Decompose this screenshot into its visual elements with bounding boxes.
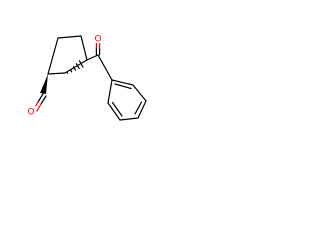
- phenyl-bond-5: [132, 84, 147, 102]
- hash-3: [72, 66, 77, 71]
- ring-bond-c2-c3: [57, 35, 82, 39]
- aldehyde-oxygen-label: O: [27, 108, 34, 118]
- bond-carbonyl-phenyl: [97, 54, 113, 81]
- aldehyde-co-bond-b-red: [36, 103, 42, 112]
- phenyl-bond-6: [111, 79, 134, 86]
- ketone-oxygen-background: [93, 33, 103, 43]
- phenyl-bond-4: [137, 100, 147, 119]
- phenyl-bond-3: [119, 117, 139, 121]
- hashed-wedge-bond: [66, 60, 84, 75]
- hash-4: [75, 63, 80, 70]
- ketone-oxygen-atom: O: [93, 33, 103, 45]
- hash-2: [69, 68, 73, 73]
- ketone-oxygen-label: O: [94, 35, 101, 45]
- phenyl-bond-1: [107, 79, 113, 104]
- ring-bond-c5-c1: [47, 72, 66, 75]
- aldehyde-oxygen-background: [26, 106, 36, 117]
- phenyl-inner-bond-2: [134, 101, 143, 115]
- solid-wedge-bond: [40, 74, 48, 94]
- benzene-ring: [107, 79, 147, 121]
- ring-bond-c4-c5: [64, 59, 88, 74]
- phenyl-inner-bond-3: [114, 83, 132, 90]
- phenyl-bond-2: [107, 102, 121, 121]
- structure-diagram: O O: [26, 33, 147, 121]
- ring-bond-c1-c2: [47, 37, 59, 75]
- phenyl-inner-bond-1: [111, 101, 123, 117]
- ring-bond-c3-c4: [80, 35, 88, 61]
- cyclopentane-ring: [47, 35, 88, 75]
- aldehyde-co-bond-a: [37, 93, 44, 103]
- aldehyde-co-bond-b: [40, 95, 47, 105]
- bond-ch2-carbonyl: [86, 54, 99, 61]
- hash-5: [78, 60, 84, 68]
- aldehyde-oxygen-atom: O: [26, 106, 36, 118]
